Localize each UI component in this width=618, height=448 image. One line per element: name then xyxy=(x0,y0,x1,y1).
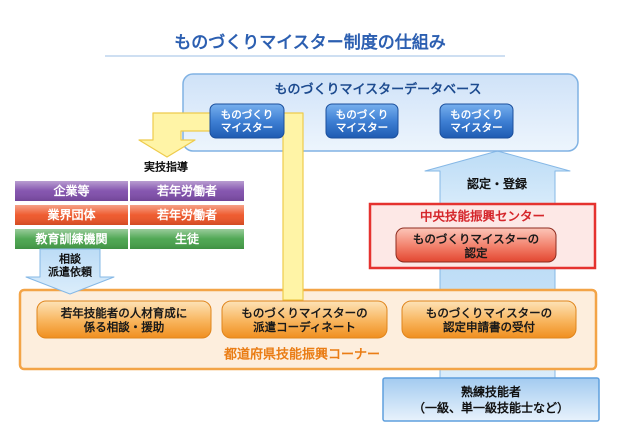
dispatch-request-label: 派遣依頼 xyxy=(48,265,93,279)
service-item: ものづくりマイスターの 認定申請書の受付 xyxy=(401,300,577,339)
client-row: 業界団体 若年労働者 xyxy=(15,205,244,225)
meister-button-shape xyxy=(209,103,285,139)
service-item-shape xyxy=(401,300,577,339)
central-center-label: 中央技能振興センター xyxy=(420,209,545,224)
page-title: ものづくりマイスター制度の仕組み xyxy=(174,32,446,53)
skilled-workers-examples: （一級、単一級技能士など） xyxy=(413,400,569,415)
meister-button-line: ものづくり xyxy=(450,108,503,121)
client-target-label: 生徒 xyxy=(175,231,200,246)
service-item-line: 派遣コーディネート xyxy=(253,320,356,334)
prefectural-corner-label: 都道府県技能振興コーナー xyxy=(223,347,380,363)
service-item: 若年技能者の人材育成に 係る相談・援助 xyxy=(36,300,212,339)
client-organization-label: 教育訓練機関 xyxy=(34,231,107,246)
client-target-label: 若年労働者 xyxy=(156,207,217,222)
service-item-line: 若年技能者の人材育成に xyxy=(61,306,188,320)
cell-gloss xyxy=(15,181,128,201)
client-row: 教育訓練機関 生徒 xyxy=(15,229,244,249)
skilled-workers-label: 熟練技能者 xyxy=(461,384,521,399)
client-organization-label: 業界団体 xyxy=(46,207,96,222)
service-item: ものづくりマイスターの 派遣コーディネート xyxy=(221,300,388,339)
service-item-line: ものづくりマイスターの xyxy=(241,306,367,320)
service-item-shape xyxy=(221,300,388,339)
meister-button-shape xyxy=(325,103,399,139)
certification-box xyxy=(395,227,557,263)
cell-gloss xyxy=(130,181,244,201)
meister-button: ものづくり マイスター xyxy=(325,103,399,139)
meister-button-line: ものづくり xyxy=(221,108,274,121)
practical-guidance-label: 実技指導 xyxy=(144,160,188,174)
meister-database-label: ものづくりマイスターデータベース xyxy=(275,82,482,98)
cell-gloss xyxy=(130,229,244,249)
cell-gloss xyxy=(15,205,128,225)
meister-button-line: マイスター xyxy=(221,122,273,134)
meister-button: ものづくり マイスター xyxy=(209,103,285,139)
service-item-shape xyxy=(36,300,212,339)
consultation-dispatch-arrow xyxy=(25,248,115,295)
certification-text-line: 認定 xyxy=(465,246,488,260)
certification-registration-label: 認定・登録 xyxy=(467,176,528,191)
meister-button-line: マイスター xyxy=(336,122,388,134)
cell-gloss xyxy=(15,229,128,249)
client-target-label: 若年労働者 xyxy=(156,183,217,198)
client-grid: 企業等 若年労働者 業界団体 若年労働者 教育訓練機関 生徒 xyxy=(15,181,244,249)
meister-button-line: マイスター xyxy=(450,122,502,134)
cell-gloss xyxy=(130,205,244,225)
consultation-label: 相談 xyxy=(59,252,82,266)
client-organization-label: 企業等 xyxy=(52,183,89,198)
service-item-line: ものづくりマイスターの xyxy=(426,306,552,320)
meister-button-line: ものづくり xyxy=(336,108,389,121)
practical-guidance-arrow xyxy=(138,112,304,301)
client-row: 企業等 若年労働者 xyxy=(15,181,244,201)
meister-button: ものづくり マイスター xyxy=(439,103,514,139)
service-item-line: 認定申請書の受付 xyxy=(443,320,535,334)
meister-button-shape xyxy=(439,103,514,139)
skilled-workers: 熟練技能者 （一級、単一級技能士など） xyxy=(382,377,600,422)
skilled-workers-box xyxy=(382,377,600,422)
certification-text-line: ものづくりマイスターの xyxy=(413,232,539,246)
central-center: 中央技能振興センター ものづくりマイスターの 認定 xyxy=(368,202,597,270)
service-item-line: 係る相談・援助 xyxy=(84,320,165,334)
